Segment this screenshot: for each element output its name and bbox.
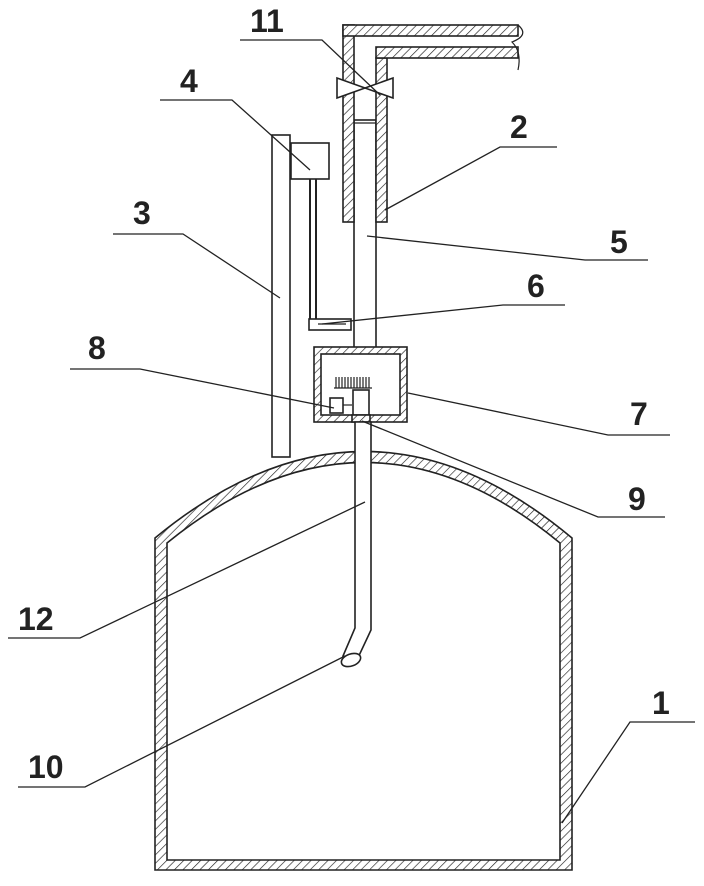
label-10: 10 [28,749,64,785]
support-rod-body [272,135,290,457]
shaft-coupler [353,390,369,415]
element-8 [330,398,343,413]
outer-pipe-top-wall [343,25,518,36]
label-8: 8 [88,330,106,366]
label-6: 6 [527,268,545,304]
label-4: 4 [180,63,198,99]
label-12: 12 [18,601,54,637]
label-3: 3 [133,195,151,231]
label-7: 7 [630,396,648,432]
bracket-6 [309,319,351,330]
label-2: 2 [510,109,528,145]
leader-10 [18,656,345,787]
label-9: 9 [628,481,646,517]
housing-box [314,347,407,422]
leader-5 [367,236,648,260]
device-box [291,143,329,179]
support-rod [272,135,290,457]
label-1: 1 [652,685,670,721]
seal-9 [352,415,370,422]
leader-1 [562,722,695,823]
outer-pipe-left-wall [343,25,354,222]
inner-pipe-body [354,120,376,348]
leader-3 [113,234,280,298]
outer-pipe-lower-wall [376,47,518,58]
inner-pipe [354,120,376,348]
leader-8 [70,369,334,408]
label-5: 5 [610,224,628,260]
device-4 [291,143,329,330]
leader-2 [385,147,557,210]
label-11: 11 [250,3,284,39]
